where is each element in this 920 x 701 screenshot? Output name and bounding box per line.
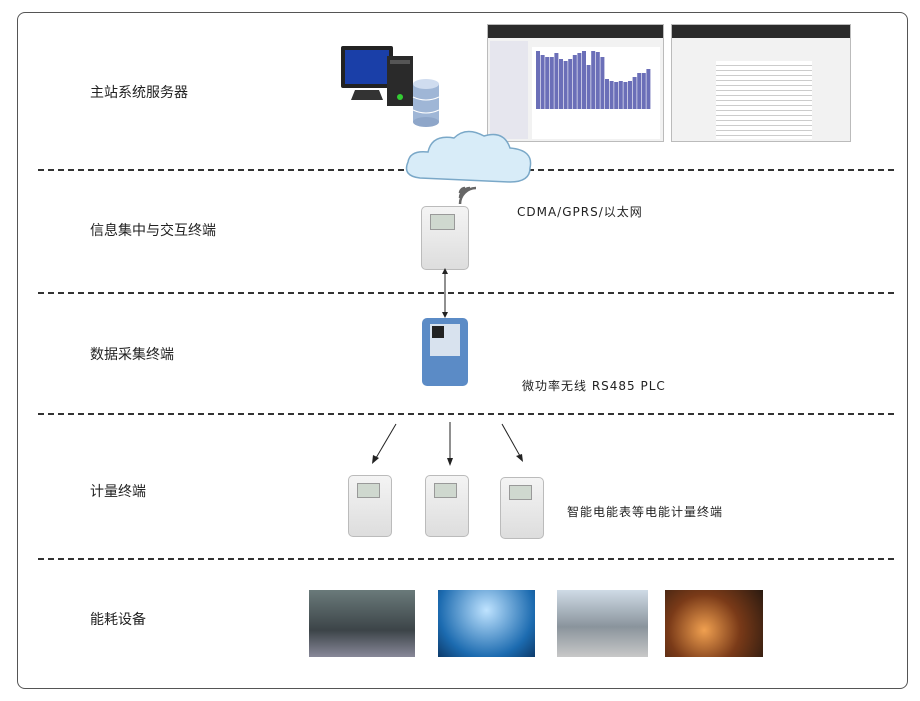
factory-photo bbox=[309, 590, 415, 657]
thumbnail-bar bbox=[614, 82, 619, 109]
thumbnail-bar bbox=[559, 59, 563, 109]
system-screenshot-table bbox=[671, 24, 851, 142]
thumbnail-bar bbox=[623, 82, 628, 109]
electric-meter-icon bbox=[425, 475, 469, 537]
diagram-frame bbox=[17, 12, 908, 689]
thumbnail-bar bbox=[595, 52, 600, 109]
thumbnail-bar bbox=[582, 51, 586, 109]
thumbnail-bar bbox=[586, 65, 591, 109]
thumbnail-bar bbox=[540, 55, 545, 109]
network-annotation: CDMA/GPRS/以太网 bbox=[517, 205, 643, 219]
layer-label-collector: 数据采集终端 bbox=[90, 347, 174, 363]
thumbnail-bar bbox=[554, 53, 559, 109]
concentrator-icon bbox=[421, 206, 469, 270]
thumbnail-bar bbox=[536, 51, 540, 109]
separator bbox=[38, 558, 894, 560]
thumbnail-bar bbox=[628, 81, 632, 109]
collection-annotation: 微功率无线 RS485 PLC bbox=[522, 379, 666, 393]
layer-label-master-station: 主站系统服务器 bbox=[90, 85, 188, 101]
thumbnail-bar bbox=[572, 55, 577, 109]
thumbnail-bar bbox=[605, 79, 609, 109]
electric-meter-icon bbox=[500, 477, 544, 539]
bidirectional-arrow bbox=[442, 268, 448, 318]
thumbnail-bar bbox=[641, 73, 646, 109]
thumbnail-bar bbox=[591, 51, 596, 109]
thumbnail-bar bbox=[618, 81, 623, 109]
separator bbox=[38, 413, 894, 415]
meters-annotation: 智能电能表等电能计量终端 bbox=[567, 505, 724, 519]
steel-mill-photo bbox=[665, 590, 763, 657]
thumbnail-bar bbox=[563, 61, 568, 109]
separator bbox=[38, 292, 894, 294]
thumbnail-bar bbox=[549, 57, 554, 109]
thumbnail-bar bbox=[646, 69, 651, 109]
bar-chart-thumbnail bbox=[532, 47, 660, 139]
electric-meter-icon bbox=[348, 475, 392, 537]
thumbnail-bar bbox=[568, 59, 573, 109]
thumbnail-bar bbox=[545, 57, 550, 109]
hvac-units-photo bbox=[557, 590, 648, 657]
distribution-arrows bbox=[372, 422, 523, 466]
collector-icon bbox=[422, 318, 468, 386]
cloud-icon bbox=[405, 130, 532, 183]
thumbnail-bar bbox=[577, 53, 582, 109]
layer-label-energy-equipment: 能耗设备 bbox=[90, 612, 146, 628]
thumbnail-bar bbox=[637, 73, 642, 109]
thumbnail-bar bbox=[632, 77, 637, 109]
system-screenshot-chart bbox=[487, 24, 664, 142]
thumbnail-bar bbox=[600, 57, 605, 109]
computer-icon bbox=[341, 46, 440, 127]
layer-label-metering: 计量终端 bbox=[90, 484, 146, 500]
wifi-signal-icon bbox=[458, 186, 477, 205]
thumbnail-bar bbox=[609, 81, 614, 109]
database-icon bbox=[412, 79, 440, 127]
storage-tank-photo bbox=[438, 590, 535, 657]
layer-label-concentrator: 信息集中与交互终端 bbox=[90, 223, 216, 239]
